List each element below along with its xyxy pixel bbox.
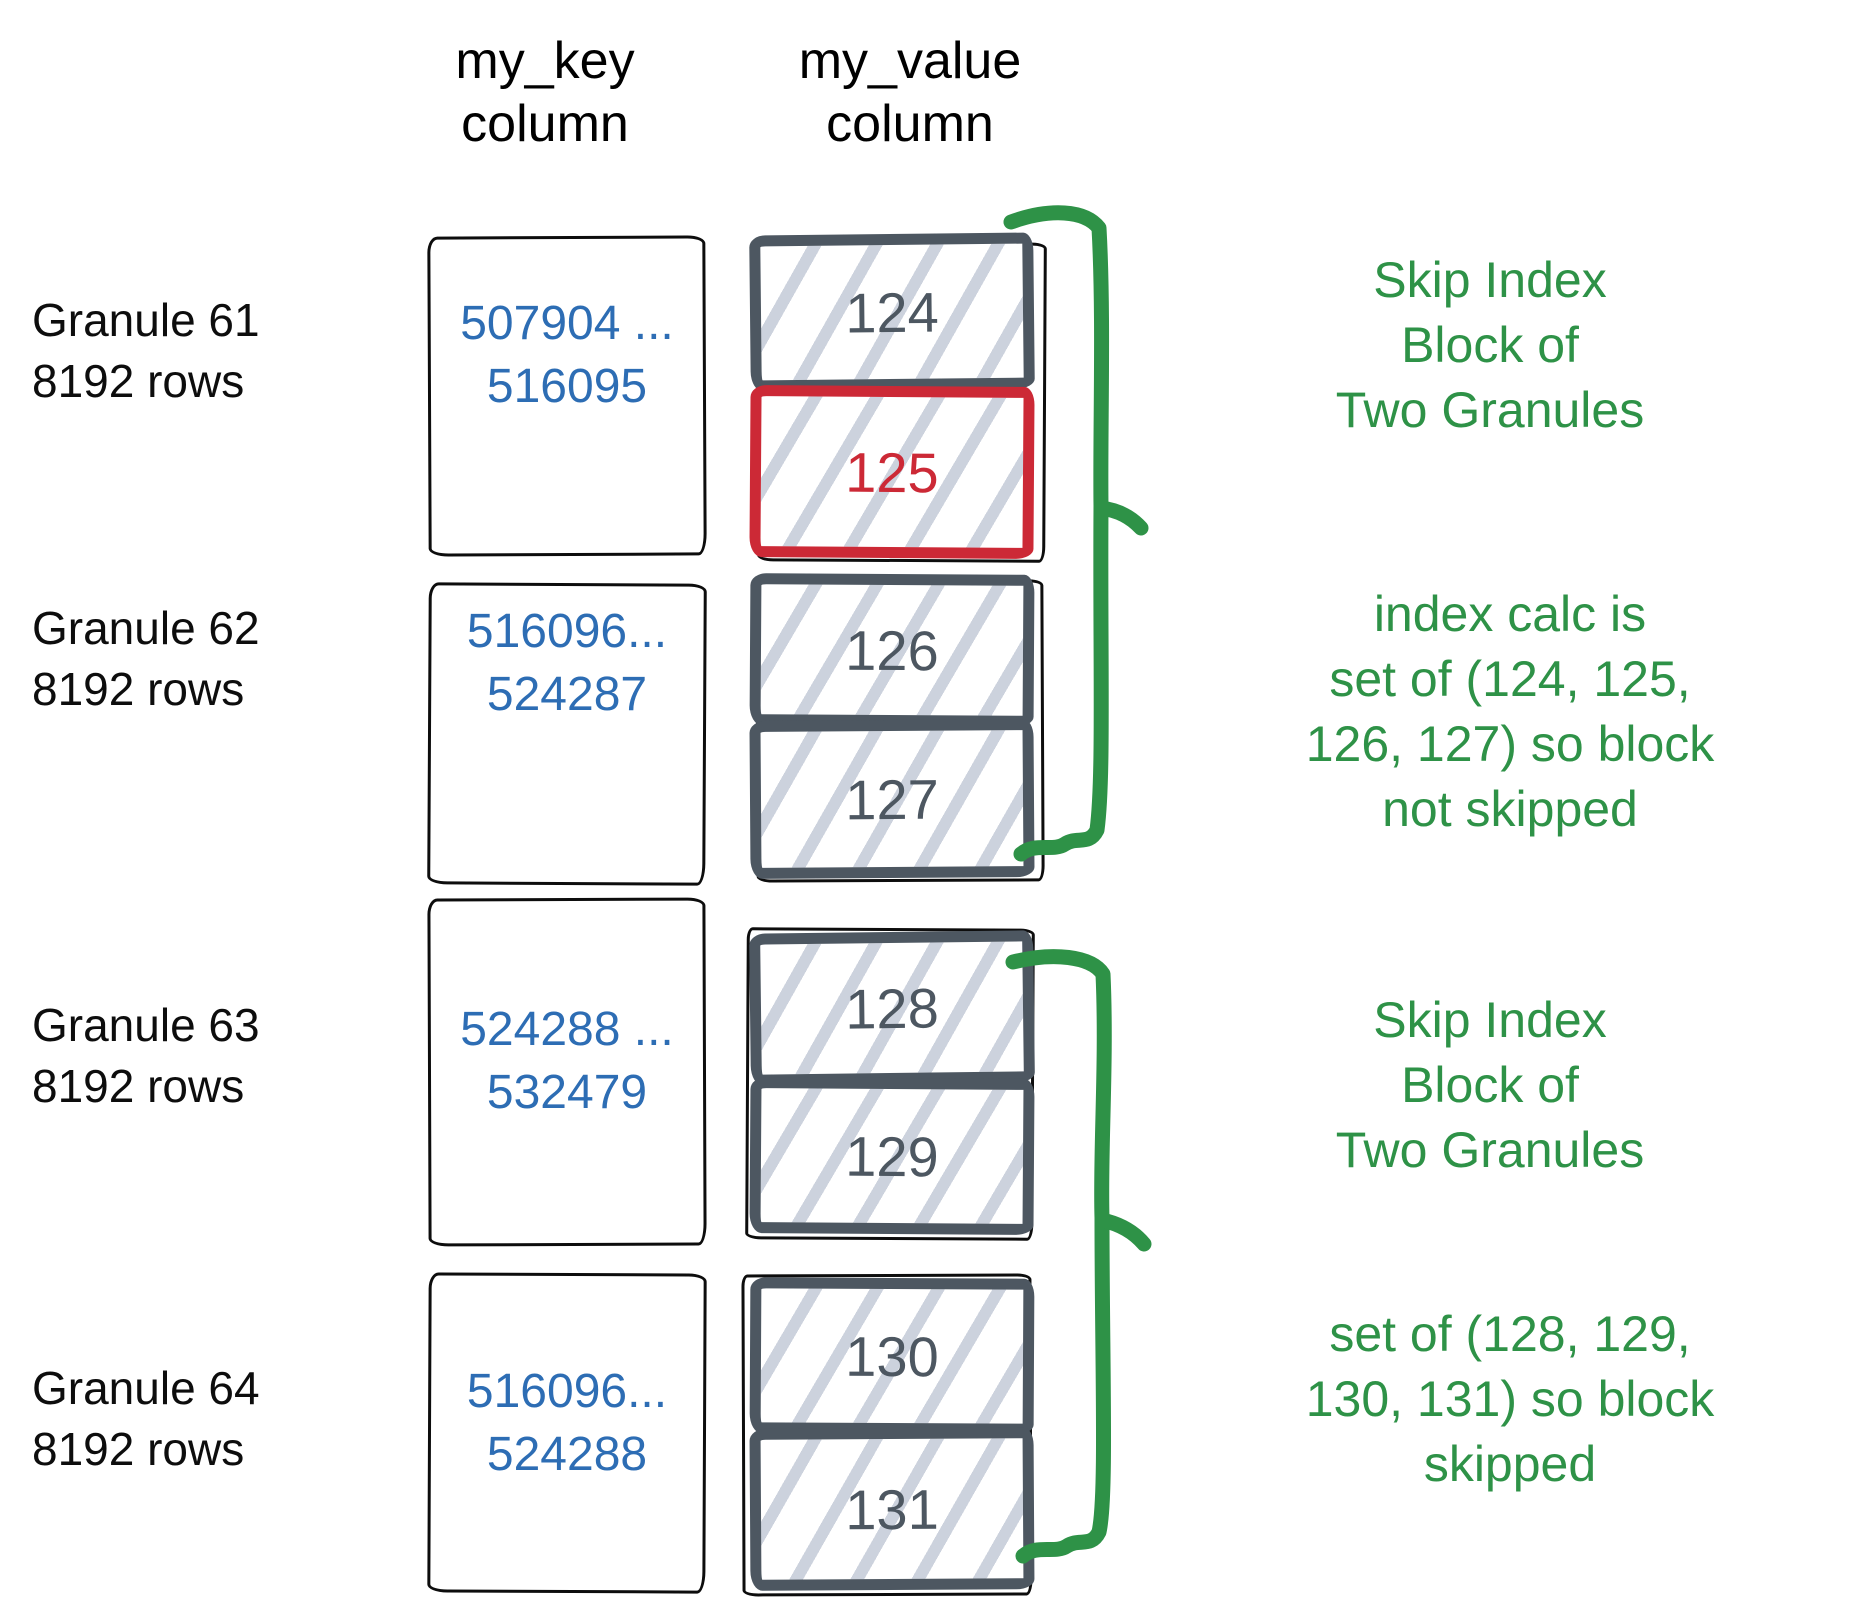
brace-block-1-icon xyxy=(1003,205,1149,862)
granule-name: Granule 61 xyxy=(32,294,260,346)
granule-63-label: Granule 63 8192 rows xyxy=(32,995,292,1116)
annotation-skip-index-block-2: Skip Index Block of Two Granules xyxy=(1335,992,1645,1178)
annotation-skip-index-block-1: Skip Index Block of Two Granules xyxy=(1335,252,1645,438)
granule-name: Granule 64 xyxy=(32,1362,260,1414)
granule-rows: 8192 rows xyxy=(32,662,245,715)
granule-64-label: Granule 64 8192 rows xyxy=(32,1358,292,1479)
annotation-set-skipped: set of (128, 129, 130, 131) so block ski… xyxy=(1305,1306,1715,1492)
key-range-granule-64: 516096... 524288 xyxy=(466,1365,668,1482)
value-block-130: 130 xyxy=(749,1277,1035,1435)
annotation-index-calc-not-skipped: index calc is set of (124, 125, 126, 127… xyxy=(1305,586,1715,837)
value-block-128: 128 xyxy=(749,930,1035,1086)
value-block-127: 127 xyxy=(749,719,1035,879)
value-block-126: 126 xyxy=(749,573,1035,727)
granule-61-label: Granule 61 8192 rows xyxy=(32,290,292,411)
my-value-column-header: my_value column xyxy=(798,32,1022,154)
brace-block-2-icon xyxy=(1005,949,1152,1564)
value-block-129: 129 xyxy=(749,1077,1035,1235)
key-range-granule-63: 524288 ... 532479 xyxy=(460,1003,674,1120)
granule-name: Granule 62 xyxy=(32,602,260,654)
key-range-granule-62: 516096... 524287 xyxy=(466,605,668,722)
granule-rows: 8192 rows xyxy=(32,1059,245,1112)
value-block-125-highlighted: 125 xyxy=(749,385,1035,559)
value-block-124: 124 xyxy=(749,232,1035,392)
granule-name: Granule 63 xyxy=(32,999,260,1051)
my-key-column-header: my_key column xyxy=(455,32,635,154)
value-block-131: 131 xyxy=(749,1427,1035,1591)
key-range-granule-61: 507904 ... 516095 xyxy=(460,297,674,414)
granule-rows: 8192 rows xyxy=(32,1422,245,1475)
granule-62-label: Granule 62 8192 rows xyxy=(32,598,292,719)
granule-rows: 8192 rows xyxy=(32,354,245,407)
